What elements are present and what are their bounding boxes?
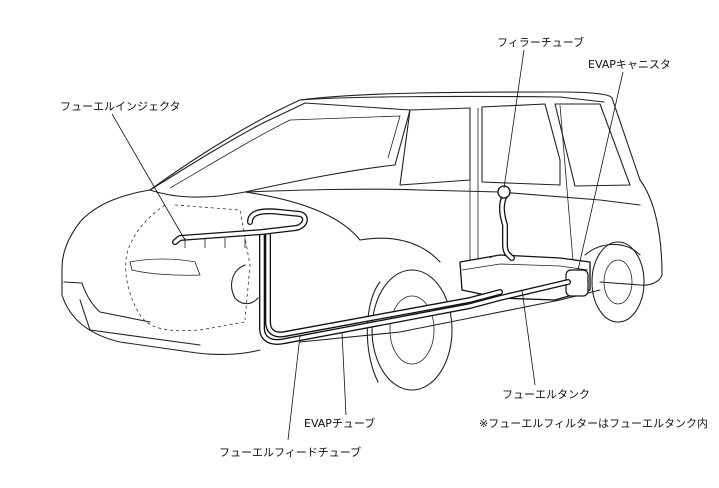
car-rear — [599, 274, 663, 286]
car-front-wheel-hub — [389, 295, 435, 365]
car-door-line-3 — [559, 104, 576, 286]
car-front-wheel — [371, 269, 453, 391]
car-front-window — [399, 107, 471, 186]
car-rear-wheel-hub — [603, 259, 633, 305]
engine-bay-outline — [125, 204, 246, 332]
car-left-wheel — [231, 264, 259, 305]
car-hood — [61, 189, 151, 296]
leader-evap-tube — [341, 331, 347, 416]
label-filler-tube: フィラーチューブ — [497, 36, 585, 49]
leader-evap-canister — [577, 71, 624, 271]
label-filter-note: ※フューエルフィルターはフューエルタンク内 — [479, 417, 708, 430]
label-fuel-injector: フューエルインジェクタ — [60, 100, 181, 113]
car-headlight — [129, 258, 201, 276]
filler-tube-inner — [500, 193, 514, 260]
car-rear-window — [481, 103, 561, 186]
car-front-wheel-arch — [359, 237, 441, 263]
car-fender — [244, 191, 361, 241]
leader-fuel-feed-tube — [287, 335, 301, 441]
leader-lines — [111, 49, 624, 441]
car-body — [61, 91, 663, 391]
fuel-rail-loop-inner — [173, 209, 307, 244]
car-roof-inner — [299, 95, 605, 103]
car-quarter-window — [554, 103, 631, 187]
car-beltline — [244, 188, 641, 206]
fuel-feed-tube-inner — [266, 230, 502, 337]
evap-tube-inner — [260, 233, 570, 344]
label-evap-tube: EVAPチューブ — [304, 417, 376, 430]
label-fuel-feed-tube: フューエルフィードチューブ — [219, 446, 362, 459]
car-grille — [63, 281, 151, 323]
car-rear-wheel-arch — [584, 243, 641, 256]
leader-fuel-injector — [111, 113, 186, 241]
leader-filler-tube — [503, 49, 525, 189]
label-evap-canister: EVAPキャニスタ — [588, 58, 671, 71]
car-front-bumper — [61, 294, 261, 356]
car-windshield-inner — [169, 115, 401, 189]
fuel-rail — [172, 208, 308, 248]
car-roof-line — [149, 91, 663, 276]
car-windshield — [149, 102, 411, 198]
car-front-lower — [79, 299, 201, 346]
car-rear-wheel — [591, 241, 645, 323]
label-fuel-tank: フューエルタンク — [502, 388, 590, 401]
leader-fuel-tank — [521, 289, 536, 386]
fuel-tank-top-line — [461, 263, 589, 271]
car-rocker — [299, 289, 601, 343]
engine-bay-outline-2 — [174, 204, 251, 321]
